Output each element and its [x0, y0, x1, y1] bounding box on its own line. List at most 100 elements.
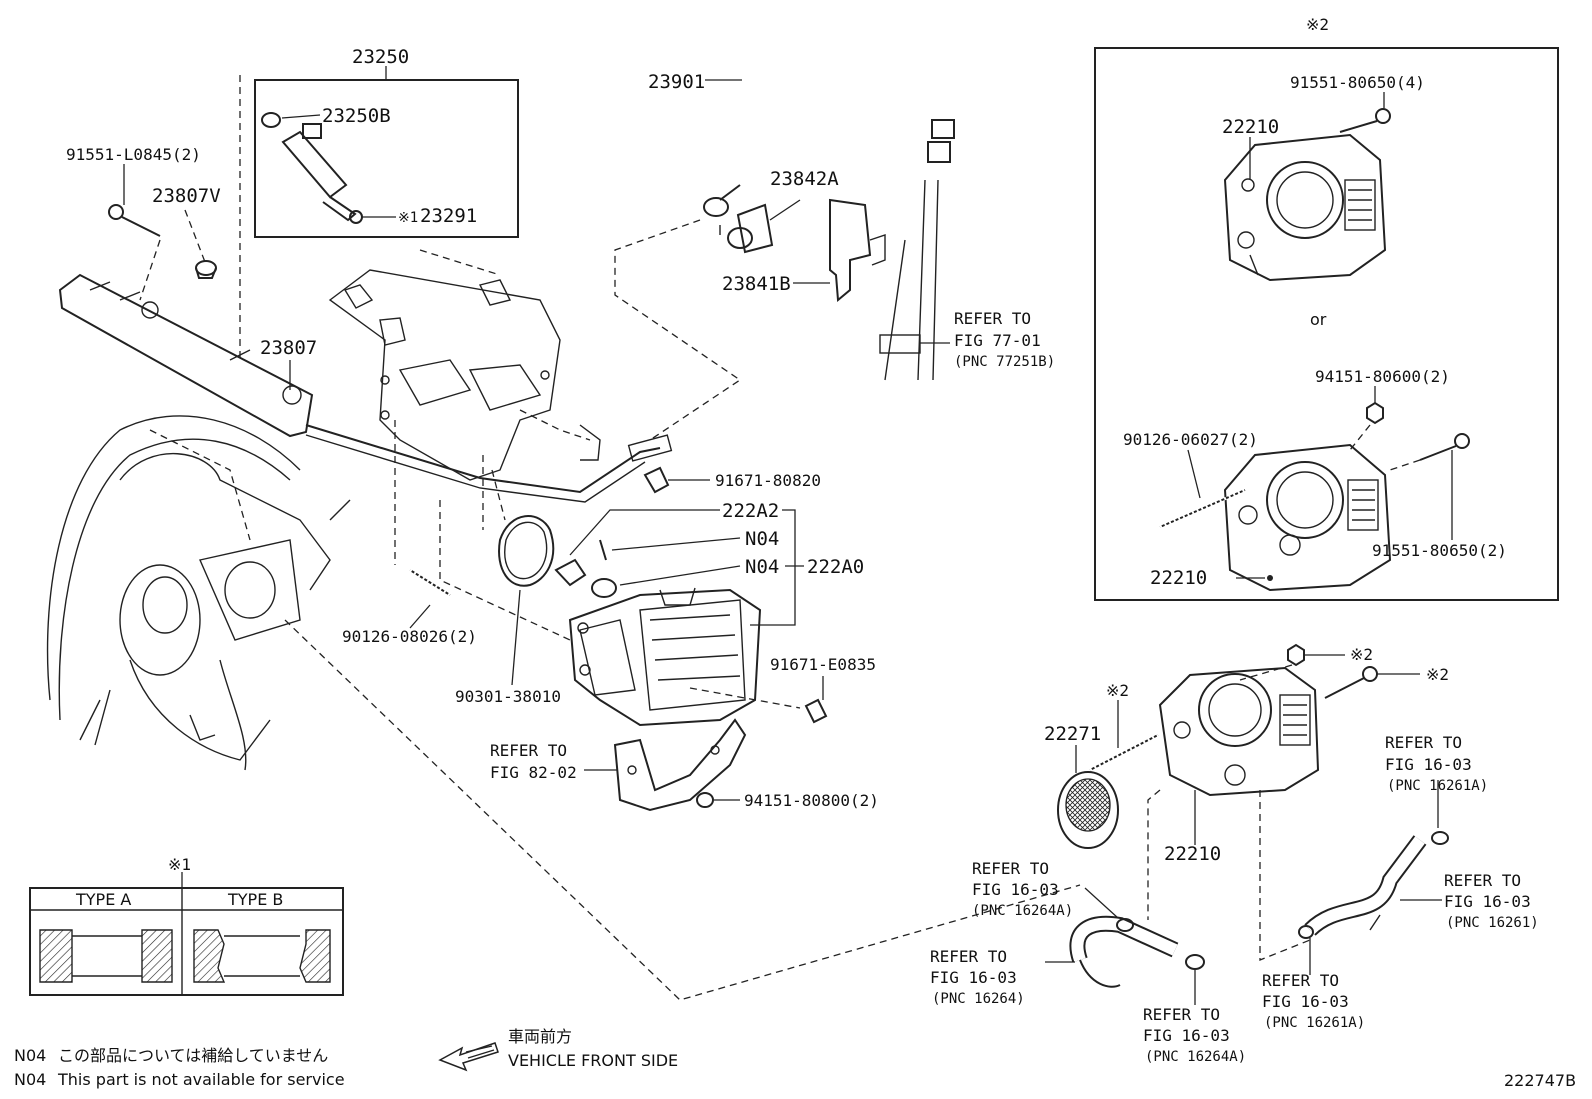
gasket-icon — [498, 515, 555, 587]
refer-16264a-b-line2: FIG 16-03 — [1143, 1026, 1230, 1045]
bolt-icon — [1419, 433, 1470, 461]
legend-group — [29, 872, 344, 996]
refer-16264a-b-line3: (PNC 16264A) — [1145, 1049, 1246, 1065]
label-23291: 23291 — [420, 205, 477, 227]
throttle-sub-parts — [554, 509, 804, 626]
label-n04-a: N04 — [745, 528, 779, 550]
refer-77-hoses — [879, 179, 950, 381]
label-94151-80800: 94151-80800(2) — [744, 791, 879, 810]
refer-16261a-b-line3: (PNC 16261A) — [1264, 1015, 1365, 1031]
refer-16261a-top-line3: (PNC 16261A) — [1387, 778, 1488, 794]
label-22210-a: 22210 — [1222, 116, 1279, 138]
diagram-id: 222747B — [1504, 1071, 1576, 1090]
label-23842a: 23842A — [770, 168, 839, 190]
clip-icon — [554, 558, 587, 587]
legend-type-b: TYPE B — [227, 890, 283, 909]
option-box — [1094, 47, 1559, 601]
throttle-body-lower-icon — [1223, 443, 1392, 592]
throttle-body-center — [439, 500, 762, 727]
stud-icon — [1159, 488, 1246, 529]
bracket-82-02 — [584, 718, 747, 812]
injector-kit-group — [254, 66, 519, 238]
throttle-body-icon — [568, 588, 762, 727]
refer-16261a-top-line1: REFER TO — [1385, 733, 1462, 752]
vsv-23842a-group — [727, 199, 801, 254]
delivery-pipe-icon — [58, 273, 314, 438]
clamp-icon — [1185, 954, 1205, 970]
legend-mark: ※1 — [168, 855, 191, 874]
label-23807v: 23807V — [152, 185, 221, 207]
bolt-icon — [1339, 108, 1391, 133]
o-ring-icon — [261, 112, 281, 128]
refer-82-line1: REFER TO — [490, 741, 567, 760]
label-91551-80650-4: 91551-80650(4) — [1290, 73, 1425, 92]
label-90126-08026: 90126-08026(2) — [342, 627, 477, 646]
refer-16264a-line2: FIG 16-03 — [972, 880, 1059, 899]
label-91551-80650-2: 91551-80650(2) — [1372, 541, 1507, 560]
refer-77-line2: FIG 77-01 — [954, 331, 1041, 350]
bolt-91671-e0835 — [689, 676, 828, 724]
mark-2-c: ※2 — [1106, 681, 1129, 700]
refer-16261-line2: FIG 16-03 — [1444, 892, 1531, 911]
refer-16264a-b-line1: REFER TO — [1143, 1005, 1220, 1024]
label-23807: 23807 — [260, 337, 317, 359]
intake-manifold-group — [46, 415, 351, 771]
hose-end-icon — [703, 197, 729, 217]
cylinder-head-group — [239, 75, 601, 481]
label-22271: 22271 — [1044, 723, 1101, 745]
refer-16261-line3: (PNC 16261) — [1446, 915, 1539, 931]
label-91671-e0835: 91671-E0835 — [770, 655, 876, 674]
refer-16264-line1: REFER TO — [930, 947, 1007, 966]
label-n04-b: N04 — [745, 556, 779, 578]
label-91551-l0845: 91551-L0845(2) — [66, 145, 201, 164]
label-23901: 23901 — [648, 71, 705, 93]
nut-icon — [1287, 643, 1305, 667]
gasket-90301-38010 — [482, 455, 555, 686]
type-b-seal-icon — [193, 929, 331, 983]
assembly-line — [284, 619, 1081, 1001]
refer-16264-line3: (PNC 16264) — [932, 991, 1025, 1007]
clamp-icon — [1298, 925, 1314, 939]
footer-note-en: This part is not available for service — [57, 1070, 345, 1089]
insulator-icon — [195, 260, 217, 279]
nut-icon — [696, 792, 714, 808]
mesh-icon — [1065, 778, 1111, 832]
clamp-icon — [1116, 918, 1134, 932]
fuel-pipe-icon — [305, 424, 661, 494]
refer-16264a-line1: REFER TO — [972, 859, 1049, 878]
option-box-group — [1094, 47, 1559, 601]
bushing-icon — [591, 578, 617, 598]
stud-90126-08026 — [394, 420, 451, 629]
bracket-icon — [613, 718, 747, 812]
label-222a2: 222A2 — [722, 500, 779, 522]
label-22210-c: 22210 — [1164, 843, 1221, 865]
bracket-23841b-group — [793, 198, 886, 303]
label-23291-mark: ※1 — [398, 210, 418, 226]
label-94151-80600: 94151-80600(2) — [1315, 367, 1450, 386]
bolt-91671-80820-group — [643, 466, 710, 494]
refer-77-line1: REFER TO — [954, 309, 1031, 328]
label-90301-38010: 90301-38010 — [455, 687, 561, 706]
type-a-seal-icon — [39, 929, 173, 983]
direction-jp: 車両前方 — [508, 1027, 572, 1046]
label-22210-b: 22210 — [1150, 567, 1207, 589]
refer-16261a-b-line2: FIG 16-03 — [1262, 992, 1349, 1011]
injector-kit-box — [254, 79, 519, 238]
throttle-body-lower-right — [1089, 643, 1420, 961]
legend-type-a: TYPE A — [75, 890, 131, 909]
bolt-icon — [804, 698, 828, 724]
bolt-icon — [1324, 666, 1378, 699]
mesh-gasket-22271 — [1057, 745, 1119, 849]
mark-2-a: ※2 — [1350, 645, 1373, 664]
fuel-delivery-pipe-group — [58, 164, 673, 503]
fuel-injector-icon — [281, 123, 363, 224]
refer-16261-line1: REFER TO — [1444, 871, 1521, 890]
throttle-body-upper-icon — [1223, 133, 1387, 282]
label-23841b: 23841B — [722, 273, 791, 295]
footer-note-en-code: N04 — [14, 1070, 46, 1089]
label-90126-06027: 90126-06027(2) — [1123, 430, 1258, 449]
footer-note-jp-code: N04 — [14, 1046, 46, 1065]
hoses-lower-right — [1045, 780, 1449, 1005]
label-222a0: 222A0 — [807, 556, 864, 578]
